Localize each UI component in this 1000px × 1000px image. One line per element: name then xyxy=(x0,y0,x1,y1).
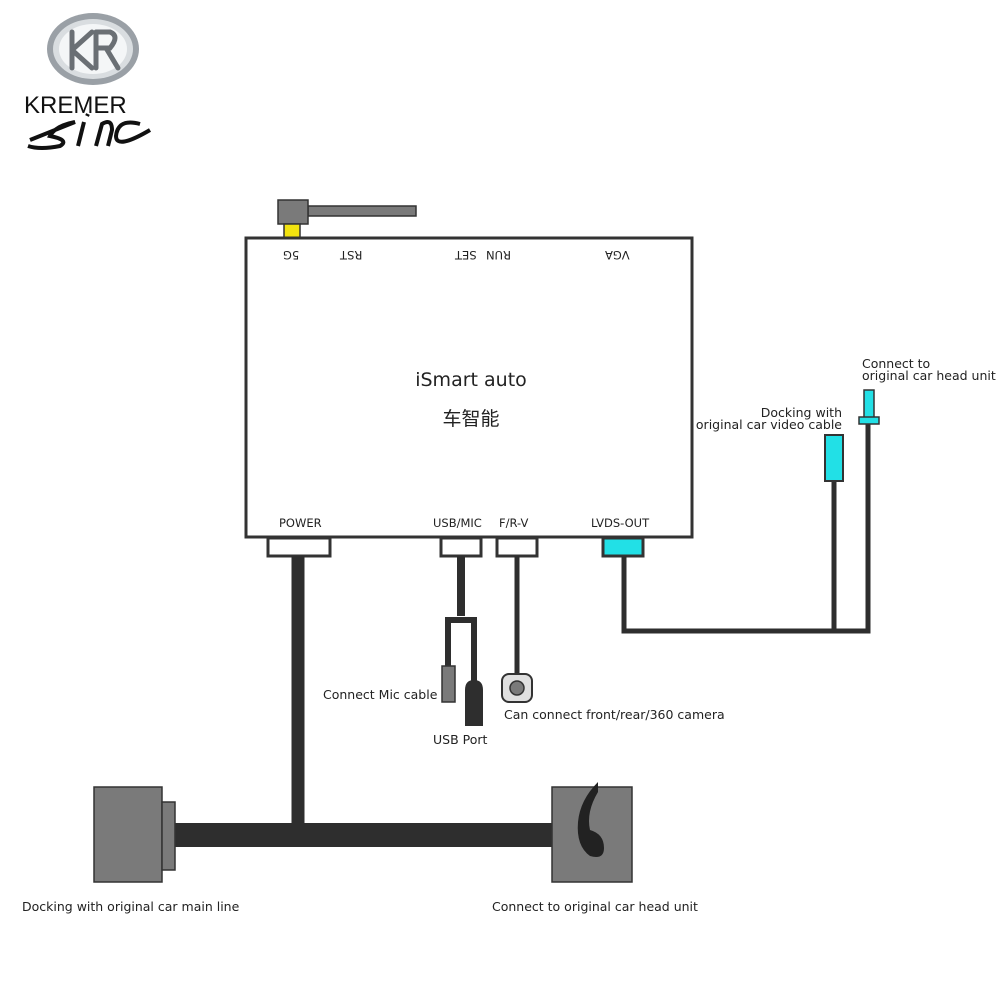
port-label-set: SET xyxy=(455,248,477,262)
power-connector xyxy=(266,536,332,558)
callout-docking-video-line1: Docking with xyxy=(760,405,842,420)
head-unit-connector xyxy=(551,782,633,883)
port-label-frv: F/R-V xyxy=(499,516,529,530)
sinc-script-mark xyxy=(27,113,152,150)
antenna-port-5g xyxy=(283,223,301,239)
port-label-usb-mic: USB/MIC xyxy=(433,516,482,530)
usb-plug xyxy=(465,680,483,726)
usb-mic-connector xyxy=(439,536,483,558)
port-label-run: RUN xyxy=(486,248,512,262)
lvds-connector xyxy=(601,536,645,558)
brand-name: KREMER xyxy=(24,92,127,119)
device-subtitle: 车智能 xyxy=(442,408,500,430)
port-label-vga: VGA xyxy=(605,248,630,262)
port-label-lvds-out: LVDS-OUT xyxy=(591,516,650,530)
callout-main-line: Docking with original car main line xyxy=(22,899,240,914)
callout-connect-to-line2: original car head unit xyxy=(862,368,996,383)
frv-connector xyxy=(495,536,539,558)
main-line-connector xyxy=(93,786,176,883)
callout-docking-video-line2: original car video cable xyxy=(695,417,842,432)
callout-head-unit: Connect to original car head unit xyxy=(492,899,698,914)
callout-connect-to-line1: Connect to xyxy=(862,356,931,371)
port-label-rst: RST xyxy=(340,248,363,262)
main-line-cable xyxy=(175,823,555,847)
callout-camera: Can connect front/rear/360 camera xyxy=(504,707,725,722)
port-label-5g: 5G xyxy=(283,248,300,262)
antenna xyxy=(277,199,417,239)
device-box xyxy=(244,236,694,539)
device-title: iSmart auto xyxy=(415,369,527,391)
callout-mic: Connect Mic cable xyxy=(323,687,438,702)
mic-plug xyxy=(441,665,456,703)
kr-emblem-icon xyxy=(47,13,139,85)
lvds-cable xyxy=(621,424,871,634)
head-unit-plug-top xyxy=(863,389,875,419)
port-label-power: POWER xyxy=(279,516,322,530)
callout-usb: USB Port xyxy=(433,732,488,747)
video-cable-plug xyxy=(824,434,844,482)
